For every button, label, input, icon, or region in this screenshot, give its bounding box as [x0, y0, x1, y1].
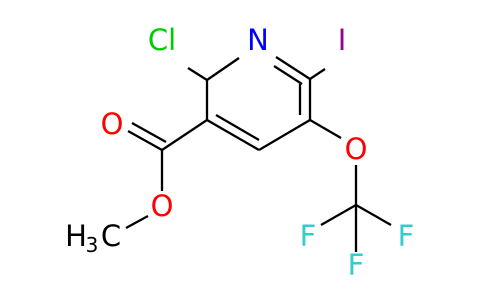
bond-carboxyl-c-o-double-a: [127, 129, 163, 152]
bond-cf3-f-left: [320, 204, 357, 226]
bond-n-c6-inner: [273, 65, 303, 85]
atom-methyl-c: C: [101, 219, 121, 253]
bond-c3-carboxyl-c: [161, 119, 208, 151]
bond-c6-i: [309, 68, 326, 80]
bond-c4-c3-inner: [215, 114, 260, 141]
bond-n-c6: [275, 56, 311, 80]
bond-c5-o-ether: [309, 119, 342, 139]
atom-o-ether: O: [345, 132, 368, 166]
atom-methyl-h: H: [65, 219, 87, 253]
bonds: [125, 56, 392, 252]
bond-c2-n: [206, 57, 240, 81]
atom-methyl-subscript: 3: [86, 233, 99, 257]
atom-labels: Cl N I O O O F F F H 3 C: [65, 23, 414, 282]
bond-carboxyl-c-o-double-b: [131, 121, 167, 144]
atom-n: N: [247, 23, 269, 57]
bond-o-ester-methyl: [125, 214, 149, 230]
atom-i: I: [338, 23, 347, 57]
atom-o-carbonyl: O: [101, 107, 124, 141]
atom-f-right: F: [398, 219, 415, 253]
bond-c5-c4: [258, 119, 311, 151]
atom-f-left: F: [300, 219, 317, 253]
bond-cf3-f-right: [355, 204, 392, 226]
atom-cl: Cl: [148, 23, 176, 57]
atom-methyl: H 3 C: [65, 219, 121, 257]
bond-c2-cl: [187, 67, 208, 81]
atom-f-bottom: F: [348, 248, 365, 282]
atom-o-ester: O: [151, 189, 174, 223]
bond-c4-c3: [206, 119, 260, 151]
